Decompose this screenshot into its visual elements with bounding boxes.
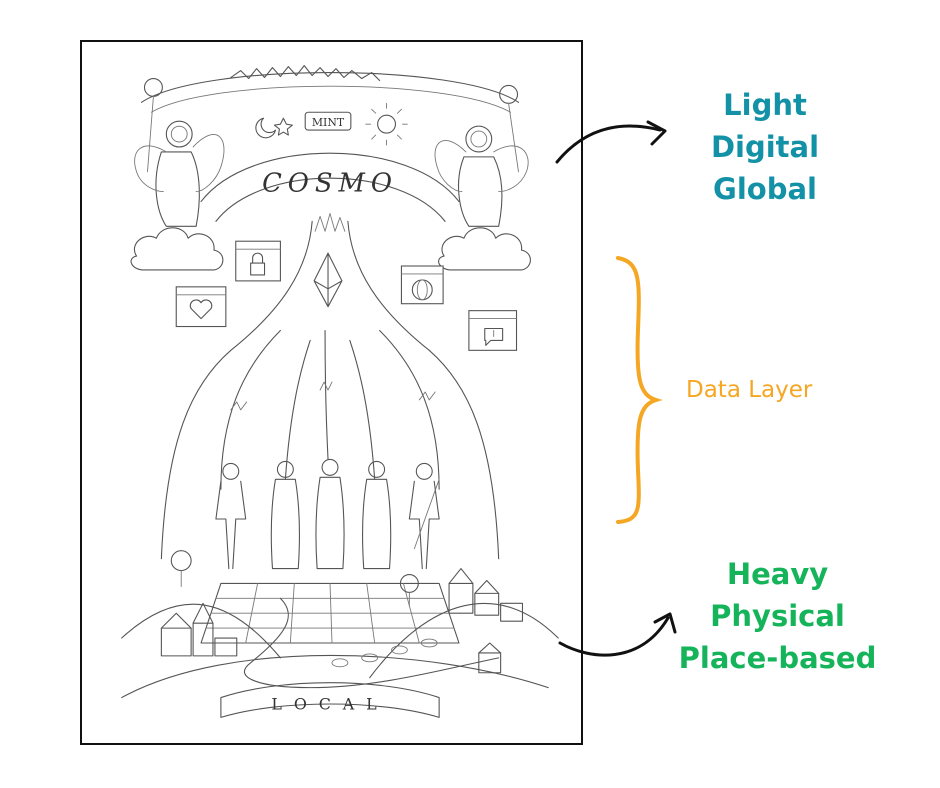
illustration-frame: MINT COSMO bbox=[80, 40, 583, 745]
data-layer-label: Data Layer bbox=[686, 377, 813, 403]
globe-window bbox=[400, 265, 444, 305]
star-icon bbox=[273, 117, 293, 136]
right-village bbox=[448, 568, 524, 674]
light-digital-global-label: Light Digital Global bbox=[710, 88, 820, 206]
top-arrow-head bbox=[646, 120, 667, 146]
cosmo-banner-text: COSMO bbox=[262, 169, 398, 199]
branching-tree bbox=[160, 212, 500, 560]
crown-zigzag bbox=[230, 65, 381, 82]
local-banner-text: LOCAL bbox=[271, 694, 388, 713]
left-cloud bbox=[130, 227, 224, 271]
cosmo-local-sketch: MINT COSMO bbox=[121, 65, 559, 718]
left-finial bbox=[143, 77, 163, 97]
sun-icon bbox=[377, 114, 397, 134]
top-arch bbox=[140, 72, 520, 103]
cosmo-banner bbox=[200, 152, 460, 203]
local-banner bbox=[220, 682, 440, 718]
moon-icon bbox=[255, 117, 276, 139]
ethereum-icon bbox=[313, 252, 343, 308]
right-cloud bbox=[438, 227, 531, 271]
lock-window bbox=[235, 240, 281, 282]
left-village bbox=[160, 602, 238, 657]
mint-sign-text: MINT bbox=[312, 116, 345, 129]
river bbox=[244, 597, 500, 689]
data-layer-brace bbox=[616, 256, 663, 524]
heart-window bbox=[175, 286, 227, 328]
five-figures bbox=[215, 458, 440, 570]
mint-sign bbox=[304, 111, 352, 131]
right-angel bbox=[434, 125, 529, 227]
left-angel bbox=[134, 120, 225, 227]
heavy-physical-place-based-label: Heavy Physical Place-based bbox=[678, 557, 877, 675]
alert-window bbox=[468, 310, 518, 351]
